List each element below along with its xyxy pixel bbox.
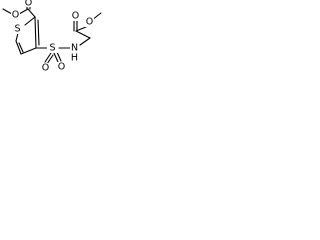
bond-n-ch2 [79, 37, 91, 46]
atom-o-sulfonyl-right: O [58, 62, 65, 73]
atom-s-sulfonyl: S [49, 43, 55, 54]
bond-s-o-left-a [44, 52, 52, 63]
bond-ring-c3-c2-inner [37, 19, 40, 46]
atom-labels: O O S S O O N H O O [11, 0, 94, 74]
bond-ring-c2-s [24, 16, 36, 26]
bond-ring-c3-c2 [34, 16, 37, 49]
bond-glycine-carbonyl-o-methoxy [75, 26, 87, 32]
atom-n-sulfonamide: N [71, 43, 78, 54]
atom-o-ester-carbonyl: O [25, 0, 32, 9]
atom-o-glycine-carbonyl: O [72, 11, 79, 22]
atom-o-glycine-methoxy: O [86, 17, 93, 28]
atom-h-sulfonamide: H [71, 53, 78, 64]
bond-o-ester-carbonyl-c [18, 8, 29, 15]
atom-o-ester-methoxy: O [12, 10, 19, 21]
bond-ring-c4-c5-inner [18, 42, 24, 53]
bond-methyl-o-left [2, 8, 13, 15]
bond-ch2-carbonyl [75, 30, 91, 39]
bond-ring-c5-c4 [15, 40, 22, 55]
bonds [2, 0, 102, 65]
atom-s-ring: S [14, 24, 20, 35]
atom-o-sulfonyl-left: O [42, 63, 49, 74]
bond-carbonyl-c-ring [27, 8, 36, 18]
bond-s-o-left-b [46, 54, 54, 65]
bond-s-o-right-b [56, 51, 62, 62]
bond-ring-c4-c3 [20, 47, 37, 55]
bond-s-o-right-a [53, 52, 59, 63]
structure-diagram: O O S S O O N H O O [2, 0, 102, 74]
bond-ring-s-c5 [15, 32, 19, 42]
